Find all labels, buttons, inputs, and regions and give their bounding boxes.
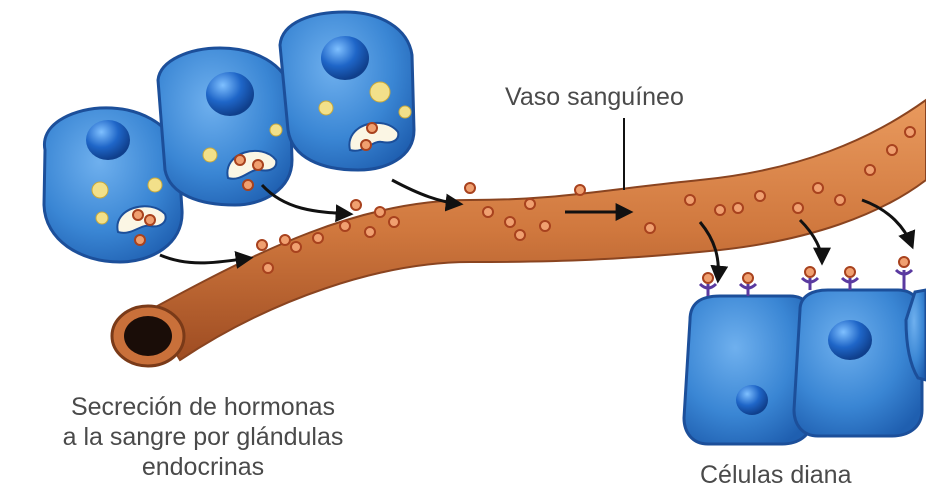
- hormone-dot: [389, 217, 399, 227]
- hormone-dot: [365, 227, 375, 237]
- hormone-dot: [793, 203, 803, 213]
- hormone-dot: [235, 155, 245, 165]
- hormone-dot: [715, 205, 725, 215]
- hormone-dot: [685, 195, 695, 205]
- hormone-dot: [887, 145, 897, 155]
- granule: [96, 212, 108, 224]
- hormone-dot: [813, 183, 823, 193]
- nucleus: [321, 36, 369, 80]
- blood-vessel-label: Vaso sanguíneo: [505, 82, 684, 112]
- hormone-dot: [280, 235, 290, 245]
- hormone-dot: [367, 123, 377, 133]
- arrow: [160, 255, 250, 263]
- hormone-dot: [361, 140, 371, 150]
- hormone-dot: [645, 223, 655, 233]
- hormone-dot: [375, 207, 385, 217]
- hormone-dot: [743, 273, 753, 283]
- receptor: [700, 284, 756, 296]
- hormone-dot: [145, 215, 155, 225]
- granule: [148, 178, 162, 192]
- hormone-dot: [291, 242, 301, 252]
- endocrine-cell: [158, 48, 292, 205]
- hormone-dot: [257, 240, 267, 250]
- target-cell: [684, 273, 812, 444]
- hormone-dot: [313, 233, 323, 243]
- hormone-dot: [540, 221, 550, 231]
- hormone-dot: [703, 273, 713, 283]
- hormone-dot: [135, 235, 145, 245]
- hormone-dot: [253, 160, 263, 170]
- hormone-dot: [905, 127, 915, 137]
- hormone-dot: [340, 221, 350, 231]
- hormone-dot: [525, 199, 535, 209]
- granule: [270, 124, 282, 136]
- granule: [370, 82, 390, 102]
- hormone-dot: [515, 230, 525, 240]
- hormone-dot: [483, 207, 493, 217]
- vessel-lumen: [124, 316, 172, 356]
- hormone-dot: [133, 210, 143, 220]
- hormone-dot: [351, 200, 361, 210]
- secretion-label-line: Secreción de hormonas: [6, 392, 400, 422]
- nucleus: [736, 385, 768, 415]
- hormone-dot: [575, 185, 585, 195]
- hormone-dot: [865, 165, 875, 175]
- granule: [319, 101, 333, 115]
- secretion-label-line: a la sangre por glándulas: [6, 422, 400, 452]
- nucleus: [86, 120, 130, 160]
- target-cells-label: Células diana: [700, 460, 852, 490]
- endocrine-cell: [280, 12, 414, 170]
- target-cells: [684, 257, 926, 444]
- granule: [203, 148, 217, 162]
- hormone-dot: [835, 195, 845, 205]
- granule: [92, 182, 108, 198]
- nucleus: [828, 320, 872, 360]
- receptor: [802, 270, 912, 290]
- hormone-dot: [505, 217, 515, 227]
- hormone-dot: [899, 257, 909, 267]
- secretion-label-line: endocrinas: [6, 452, 400, 482]
- target-cell: [794, 257, 922, 436]
- hormone-dot: [465, 183, 475, 193]
- hormone-dot: [263, 263, 273, 273]
- hormone-dot: [755, 191, 765, 201]
- hormone-dot: [733, 203, 743, 213]
- granule: [399, 106, 411, 118]
- nucleus: [206, 72, 254, 116]
- secretion-label: Secreción de hormonas a la sangre por gl…: [6, 392, 400, 482]
- hormone-dot: [805, 267, 815, 277]
- hormone-dot: [243, 180, 253, 190]
- hormone-dot: [845, 267, 855, 277]
